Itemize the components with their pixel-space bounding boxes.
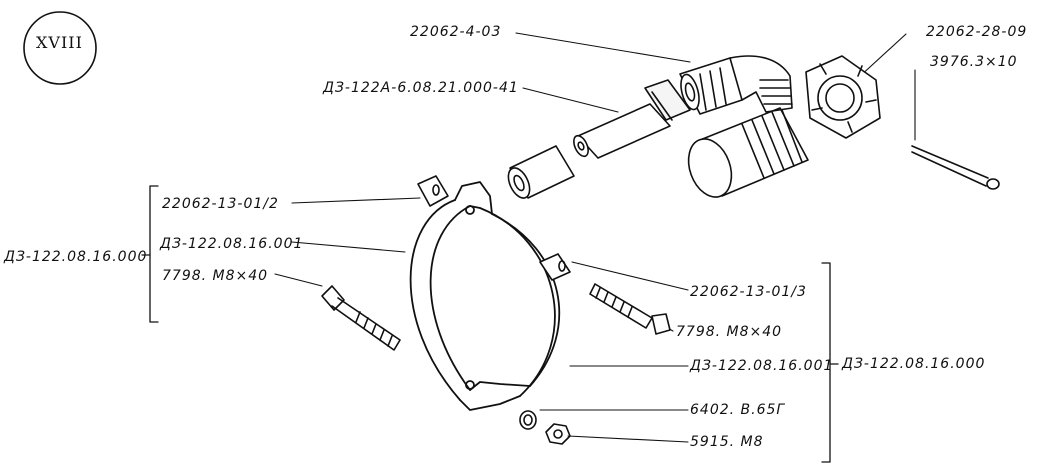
section-circle	[23, 11, 97, 85]
bracket-left	[149, 185, 159, 323]
label-sleeve-right: 22062-13-01/3	[690, 284, 807, 300]
label-nut: 5915. М8	[690, 434, 764, 450]
label-pipe-elbow: 22062-4-03	[410, 24, 502, 40]
leader-sleeve-right	[571, 261, 689, 291]
bolt-left	[321, 285, 401, 351]
section-numeral: XVIII	[36, 33, 83, 52]
leader-nut	[567, 435, 689, 443]
label-cotter-pin: 3976.3×10	[930, 54, 1018, 70]
top-bolt	[573, 79, 691, 159]
leader-sleeve-left	[291, 197, 421, 204]
leader-bolt-left	[274, 273, 323, 287]
label-bolt-top: ДЗ-122А-6.08.21.000-41	[323, 80, 519, 96]
label-washer: 6402. В.65Г	[690, 402, 786, 418]
spring-washer	[519, 410, 537, 430]
sleeve-right	[539, 253, 571, 281]
castle-nut	[805, 55, 881, 139]
leader-pipe-elbow	[515, 32, 691, 63]
label-castle-nut: 22062-28-09	[926, 24, 1028, 40]
leader-castle-nut	[857, 33, 907, 79]
threaded-cap	[687, 107, 809, 198]
sleeve-left	[417, 175, 449, 207]
bolt-right	[589, 283, 671, 335]
label-assembly-left: ДЗ-122.08.16.000	[4, 249, 148, 265]
spacer-sleeve	[507, 145, 575, 199]
leader-clamp-left	[291, 241, 406, 253]
label-bolt-left: 7798. М8×40	[162, 268, 269, 284]
label-clamp-left: ДЗ-122.08.16.001	[160, 236, 304, 252]
assembly-brackets	[141, 185, 839, 463]
leader-bolt-top	[522, 87, 619, 113]
label-clamp-right: ДЗ-122.08.16.001	[690, 358, 834, 374]
hex-nut	[545, 423, 571, 445]
cotter-pin	[911, 145, 1000, 190]
label-sleeve-left: 22062-13-01/2	[162, 196, 279, 212]
pipe-elbow	[679, 55, 793, 115]
clamp-band	[409, 181, 561, 411]
bracket-right	[821, 262, 831, 463]
leader-lines	[274, 32, 916, 443]
label-assembly-right: ДЗ-122.08.16.000	[842, 356, 986, 372]
label-bolt-right: 7798. М8×40	[676, 324, 783, 340]
